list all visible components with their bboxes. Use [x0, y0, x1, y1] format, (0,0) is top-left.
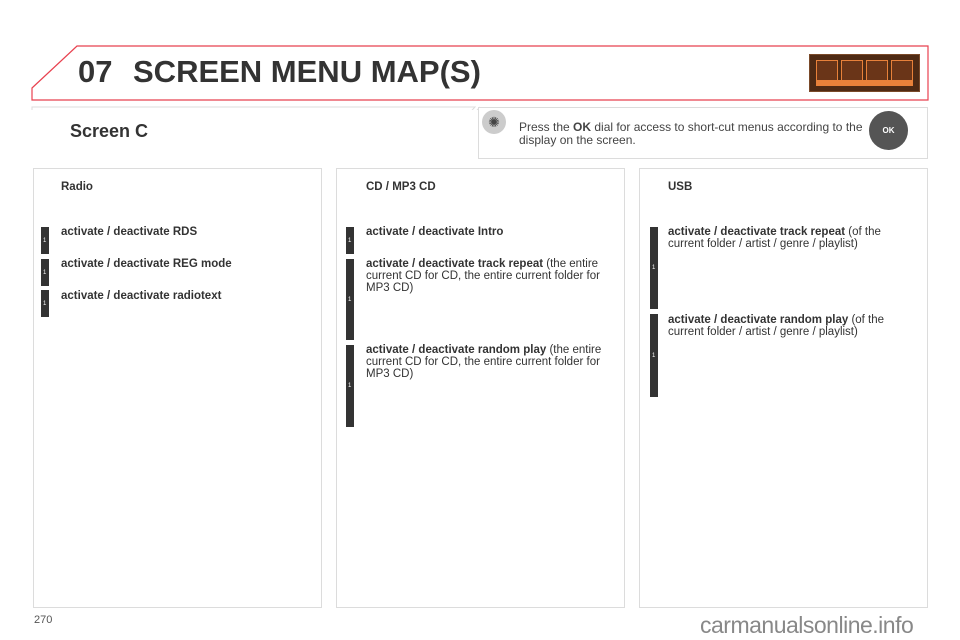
page-number: 270	[34, 614, 53, 626]
level-marker: 1	[41, 227, 49, 254]
menu-item: activate / deactivate random play (of th…	[668, 314, 885, 338]
info-text: Press the OK dial for access to short-cu…	[519, 120, 863, 147]
ok-dial-icon: OK	[869, 111, 908, 150]
screen-label: Screen C	[70, 121, 149, 141]
menu-item: activate / deactivate track repeat (the …	[366, 258, 600, 294]
info-box	[478, 107, 928, 159]
chapter-number: 07	[78, 54, 113, 89]
menu-item: activate / deactivate track repeat (of t…	[668, 226, 881, 250]
menu-item: activate / deactivate Intro	[366, 226, 504, 238]
cd-column	[336, 168, 625, 608]
light-bulb-icon: ✺	[482, 110, 506, 134]
radio-column	[33, 168, 322, 608]
level-marker: 1	[650, 314, 658, 397]
level-marker: 1	[346, 259, 354, 340]
column-heading: Radio	[61, 181, 93, 193]
menu-item: activate / deactivate random play (the e…	[366, 344, 602, 380]
level-marker: 1	[650, 227, 658, 309]
page-title: SCREEN MENU MAP(S)	[133, 54, 481, 89]
menu-item: activate / deactivate REG mode	[61, 258, 232, 270]
menu-item: activate / deactivate RDS	[61, 226, 198, 238]
usb-column	[639, 168, 928, 608]
audio-menu-icon	[809, 54, 920, 92]
column-heading: CD / MP3 CD	[366, 181, 436, 193]
level-marker: 1	[346, 345, 354, 427]
level-marker: 1	[41, 290, 49, 317]
level-marker: 1	[41, 259, 49, 286]
menu-item: activate / deactivate radiotext	[61, 290, 222, 302]
watermark: carmanualsonline.info	[700, 612, 914, 638]
level-marker: 1	[346, 227, 354, 254]
chapter-header-frame	[31, 45, 929, 110]
column-heading: USB	[668, 181, 693, 193]
